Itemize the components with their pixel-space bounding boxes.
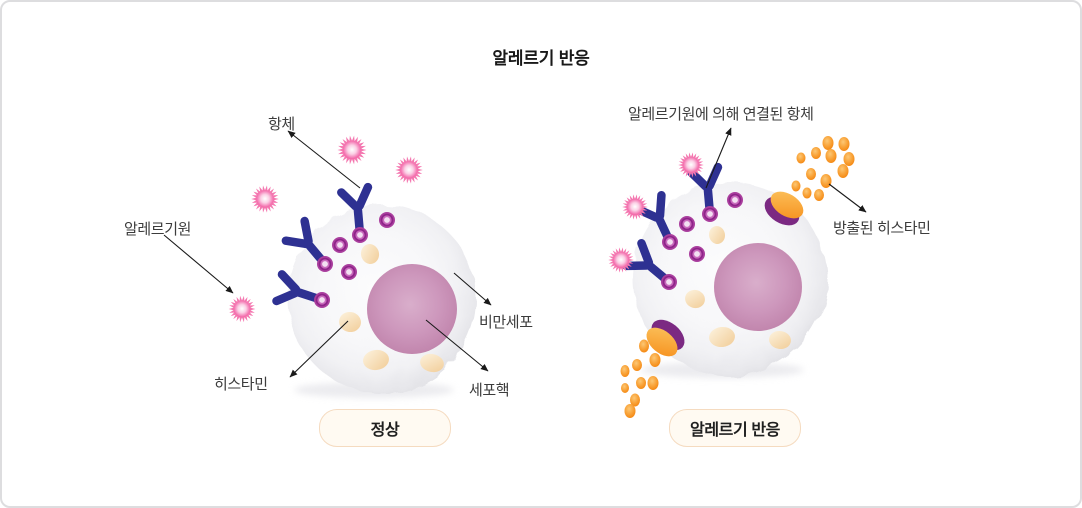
- mast-cell-label: 비만세포: [479, 314, 533, 331]
- allergen-label: 알레르기원: [124, 221, 192, 238]
- histamine-granules: [339, 244, 444, 373]
- histamine-granules: [685, 226, 791, 350]
- allergic-mast-cell: [608, 136, 855, 418]
- allergen-label-arrow: [163, 234, 234, 294]
- released-histamine-label-arrow: [828, 183, 867, 213]
- nucleus-label: 세포핵: [469, 382, 510, 399]
- normal-badge: 정상: [319, 409, 451, 447]
- degranulation-vesicle: [764, 191, 804, 226]
- mast-cell-label-arrow: [453, 272, 492, 306]
- histamine-label-arrow: [289, 320, 349, 378]
- degranulation-vesicle: [646, 319, 685, 357]
- antibody-label: 항체: [268, 116, 295, 133]
- cell-nucleus: [367, 264, 457, 354]
- cell-nucleus: [714, 243, 802, 331]
- histamine-dots-released: [791, 136, 855, 201]
- allergic-reaction-badge: 알레르기 반응: [669, 409, 801, 447]
- normal-mast-cell: [228, 135, 476, 398]
- histamine-label: 히스타민: [214, 376, 268, 393]
- linked-antibody-label: 알레르기원에 의해 연결된 항체: [628, 106, 814, 123]
- page-title: 알레르기 반응: [492, 49, 590, 68]
- label-arrows: [163, 127, 867, 378]
- antibody-label-arrow: [287, 130, 361, 189]
- nucleus-label-arrow: [425, 319, 489, 372]
- linked-antibody-label-arrow: [705, 127, 732, 189]
- released-histamine-label: 방출된 히스타민: [833, 220, 931, 237]
- histamine-dots-released: [620, 339, 661, 418]
